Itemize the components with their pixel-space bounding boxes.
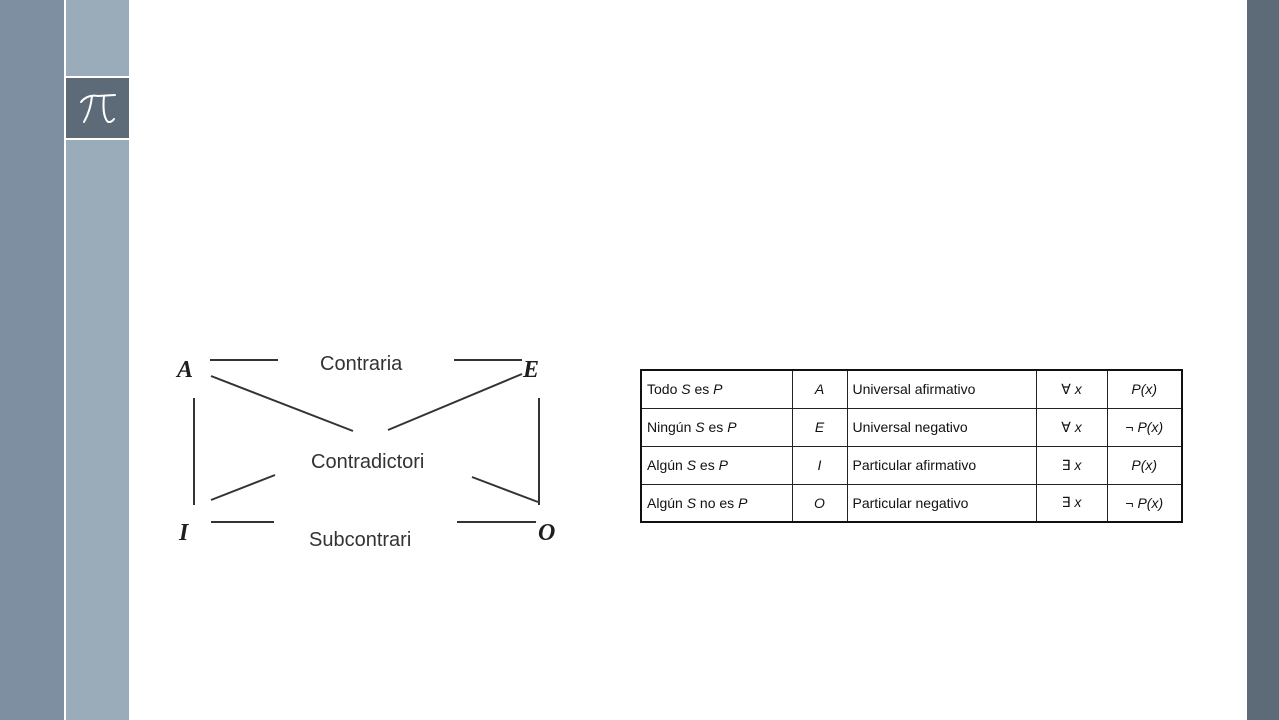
quantifier-cell: ∃ x (1035, 445, 1108, 485)
contradictory-label: Contradictori (311, 451, 425, 473)
corner-e: E (523, 357, 540, 383)
formula-cell: P(x) (1106, 369, 1183, 409)
letter-cell: I (791, 445, 848, 485)
right-decor-band (1247, 0, 1279, 720)
categorical-propositions-table: Todo S es P A Universal afirmativo ∀ x P… (640, 369, 1183, 523)
proposition-cell: Todo S es P (640, 369, 793, 409)
pi-icon (66, 76, 129, 140)
contradictory-line-e (387, 373, 523, 431)
contradictory-line-a (210, 375, 354, 432)
formula-cell: ¬ P(x) (1106, 407, 1183, 447)
quantifier-cell: ∃ x (1035, 483, 1108, 523)
left-decor-band (0, 0, 64, 720)
letter-cell: E (791, 407, 848, 447)
corner-o: O (538, 520, 556, 546)
subcontrary-label: Subcontrari (309, 529, 412, 551)
quantifier-cell: ∀ x (1035, 369, 1108, 409)
contradictory-line-o (471, 476, 539, 503)
quantifier-cell: ∀ x (1035, 407, 1108, 447)
table-row: Ningún S es P E Universal negativo ∀ x ¬… (640, 407, 1183, 447)
letter-cell: A (791, 369, 848, 409)
type-cell: Particular afirmativo (846, 445, 1037, 485)
proposition-cell: Ningún S es P (640, 407, 793, 447)
type-cell: Universal afirmativo (846, 369, 1037, 409)
table-row: Algún S es P I Particular afirmativo ∃ x… (640, 445, 1183, 485)
band-separator (64, 0, 66, 720)
type-cell: Particular negativo (846, 483, 1037, 523)
table-row: Algún S no es P O Particular negativo ∃ … (640, 483, 1183, 523)
pi-glyph (79, 94, 116, 124)
corner-i: I (179, 520, 189, 546)
proposition-cell: Algún S es P (640, 445, 793, 485)
type-cell: Universal negativo (846, 407, 1037, 447)
letter-cell: O (791, 483, 848, 523)
table-row: Todo S es P A Universal afirmativo ∀ x P… (640, 369, 1183, 409)
formula-cell: ¬ P(x) (1106, 483, 1183, 523)
formula-cell: P(x) (1106, 445, 1183, 485)
contradictory-line-i (210, 474, 276, 501)
proposition-cell: Algún S no es P (640, 483, 793, 523)
contrary-label: Contraria (320, 353, 403, 375)
corner-a: A (177, 357, 194, 383)
